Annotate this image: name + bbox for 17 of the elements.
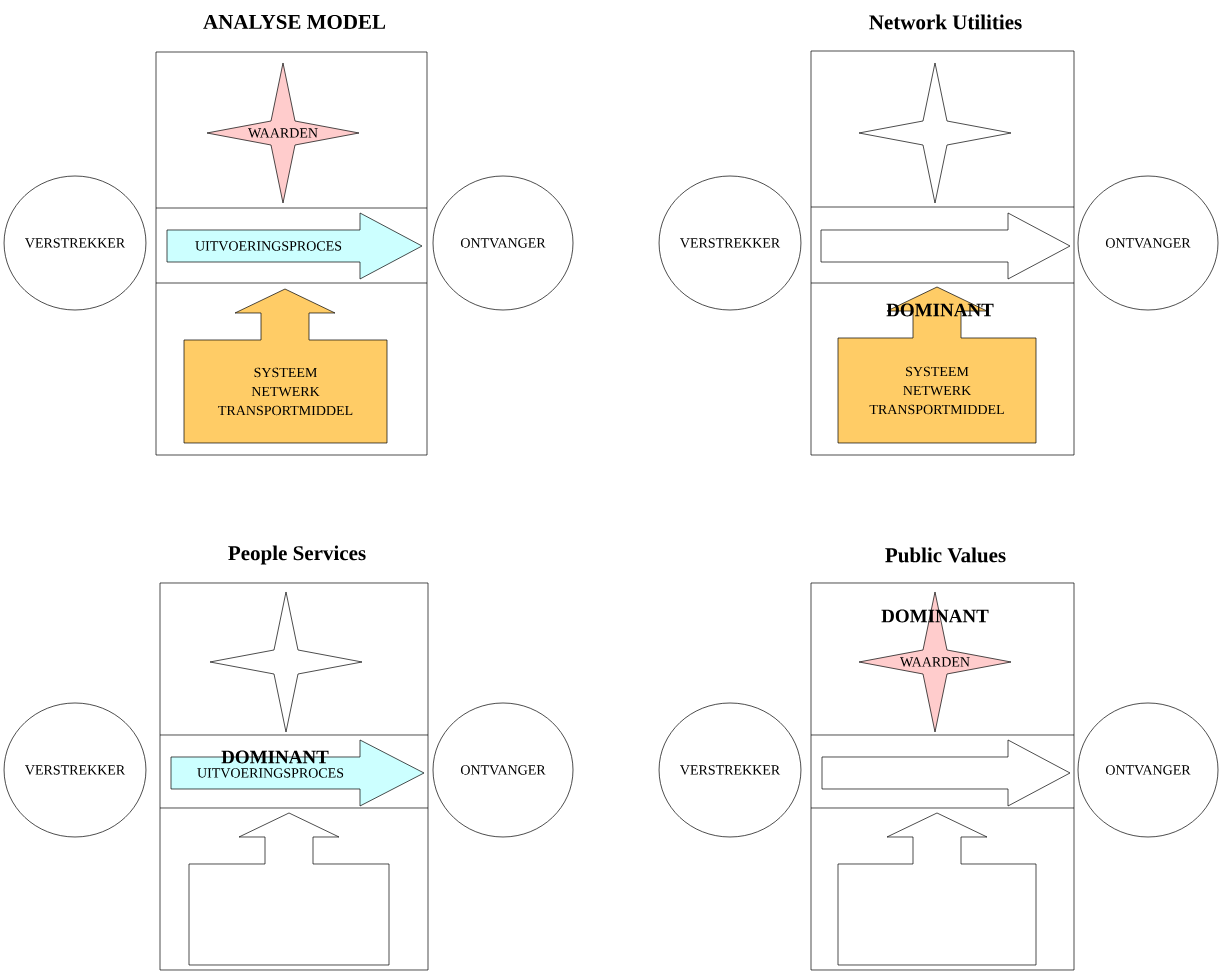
circle-node: VERSTREKKER bbox=[658, 702, 802, 838]
circle-node: ONTVANGER bbox=[1077, 702, 1219, 838]
circle-node: VERSTREKKER bbox=[3, 175, 147, 311]
circle-node: VERSTREKKER bbox=[3, 702, 147, 838]
arrow-shape bbox=[820, 212, 1071, 280]
circle-node: VERSTREKKER bbox=[658, 175, 802, 311]
star-shape bbox=[858, 62, 1012, 204]
circle-node: ONTVANGER bbox=[1077, 175, 1219, 311]
circle-node: ONTVANGER bbox=[432, 175, 574, 311]
dominant-label: DOMINANT bbox=[221, 750, 329, 764]
star-shape bbox=[209, 591, 363, 733]
up-arrow-block: SYSTEEM NETWERK TRANSPORTMIDDEL bbox=[183, 288, 388, 444]
dominant-label: DOMINANT bbox=[881, 609, 989, 623]
up-arrow-block bbox=[837, 812, 1037, 966]
arrow-shape bbox=[821, 739, 1071, 807]
up-arrow-block bbox=[188, 812, 390, 966]
circle-node: ONTVANGER bbox=[432, 702, 574, 838]
